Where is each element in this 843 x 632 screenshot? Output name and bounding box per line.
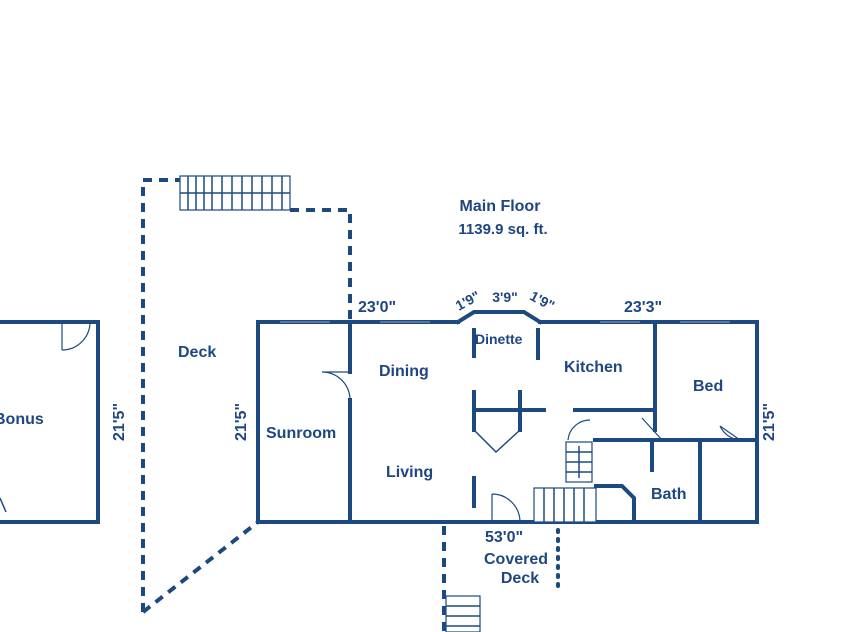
room-label-sunroom: Sunroom xyxy=(266,425,336,442)
bonus-room xyxy=(0,320,100,524)
bed-door-swing xyxy=(641,417,663,441)
main-house-walls xyxy=(256,310,759,524)
dimension-bay-center: 3'9" xyxy=(492,289,518,305)
closet-doors xyxy=(473,429,521,454)
room-label-dinette: Dinette xyxy=(475,331,523,347)
dimension-bonus-depth: 21'5" xyxy=(111,403,128,441)
dimension-top-right: 23'3" xyxy=(624,299,662,316)
room-label-bath: Bath xyxy=(651,486,687,503)
dimension-top-left: 23'0" xyxy=(358,299,396,316)
labels: Main Floor 1139.9 sq. ft. Bonus Deck Sun… xyxy=(0,198,778,587)
floor-area: 1139.9 sq. ft. xyxy=(458,221,547,238)
interior-stairs xyxy=(533,441,597,523)
front-door xyxy=(491,493,521,523)
deck-stairs xyxy=(179,175,291,211)
interior-walls xyxy=(472,320,759,524)
deck-outline xyxy=(141,175,352,614)
room-label-bonus: Bonus xyxy=(0,411,44,428)
covered-deck-outline xyxy=(442,526,560,632)
room-label-dining: Dining xyxy=(379,363,429,380)
room-label-deck: Deck xyxy=(178,344,216,361)
dimension-sunroom-depth: 21'5" xyxy=(233,403,250,441)
dimension-bay-left: 1'9" xyxy=(453,288,483,314)
room-label-covered: Covered xyxy=(484,551,548,568)
floor-title: Main Floor xyxy=(460,198,541,215)
dimension-right-depth: 21'5" xyxy=(761,403,778,441)
bed-closet-door xyxy=(719,425,741,441)
bonus-door xyxy=(61,321,91,351)
room-label-living: Living xyxy=(386,464,433,481)
room-label-bed: Bed xyxy=(693,378,723,395)
bonus-door-swing xyxy=(0,497,7,513)
dimension-bay-right: 1'9" xyxy=(527,288,557,314)
dimension-bottom: 53'0" xyxy=(485,529,523,546)
hall-door xyxy=(567,419,591,441)
sunroom-door xyxy=(321,371,351,401)
room-label-covered-deck: Deck xyxy=(501,570,539,587)
room-label-kitchen: Kitchen xyxy=(564,359,623,376)
